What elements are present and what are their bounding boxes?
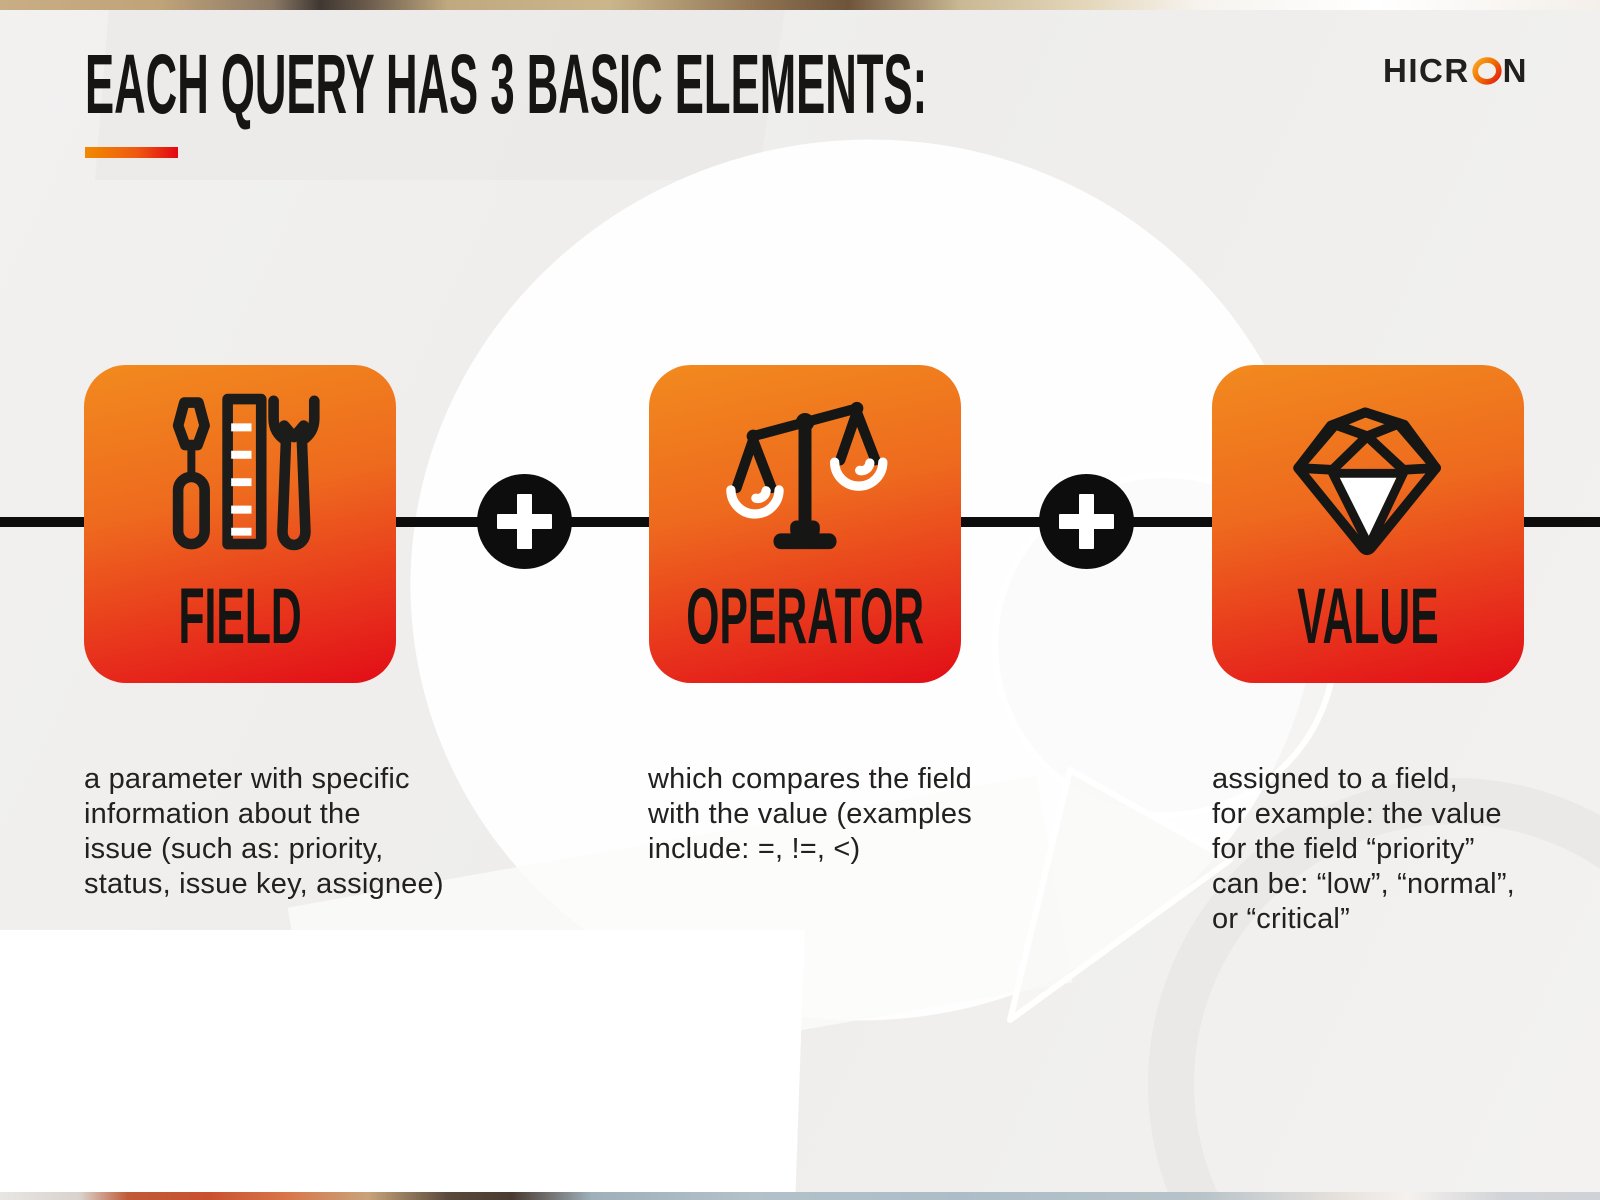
logo-text-prefix: HICR xyxy=(1382,52,1470,89)
description-value: assigned to a field, for example: the va… xyxy=(1212,763,1515,935)
card-label: OPERATOR xyxy=(686,571,924,660)
diamond-icon xyxy=(1279,391,1457,561)
orange-ring-icon xyxy=(1470,53,1504,92)
photo-edge-top xyxy=(0,0,1600,10)
logo-text-suffix: N xyxy=(1502,52,1528,89)
page-title: EACH QUERY HAS 3 BASIC ELEMENTS: xyxy=(85,37,928,131)
card-label: FIELD xyxy=(178,571,302,660)
hicron-logo: HICR N xyxy=(1383,50,1528,92)
description-operator: which compares the field with the value … xyxy=(648,763,972,865)
background-white-corner xyxy=(0,930,805,1200)
tools-icon xyxy=(151,391,329,561)
card-label: VALUE xyxy=(1297,571,1439,660)
background-polygon xyxy=(95,10,785,180)
element-card-value: VALUE xyxy=(1212,365,1524,683)
title-accent-bar xyxy=(85,147,178,158)
plus-icon xyxy=(1039,474,1134,569)
element-card-operator: OPERATOR xyxy=(649,365,961,683)
photo-edge-bottom xyxy=(0,1192,1600,1200)
scale-icon xyxy=(712,391,898,561)
description-field: a parameter with specific information ab… xyxy=(84,763,444,900)
plus-icon xyxy=(477,474,572,569)
element-card-field: FIELD xyxy=(84,365,396,683)
